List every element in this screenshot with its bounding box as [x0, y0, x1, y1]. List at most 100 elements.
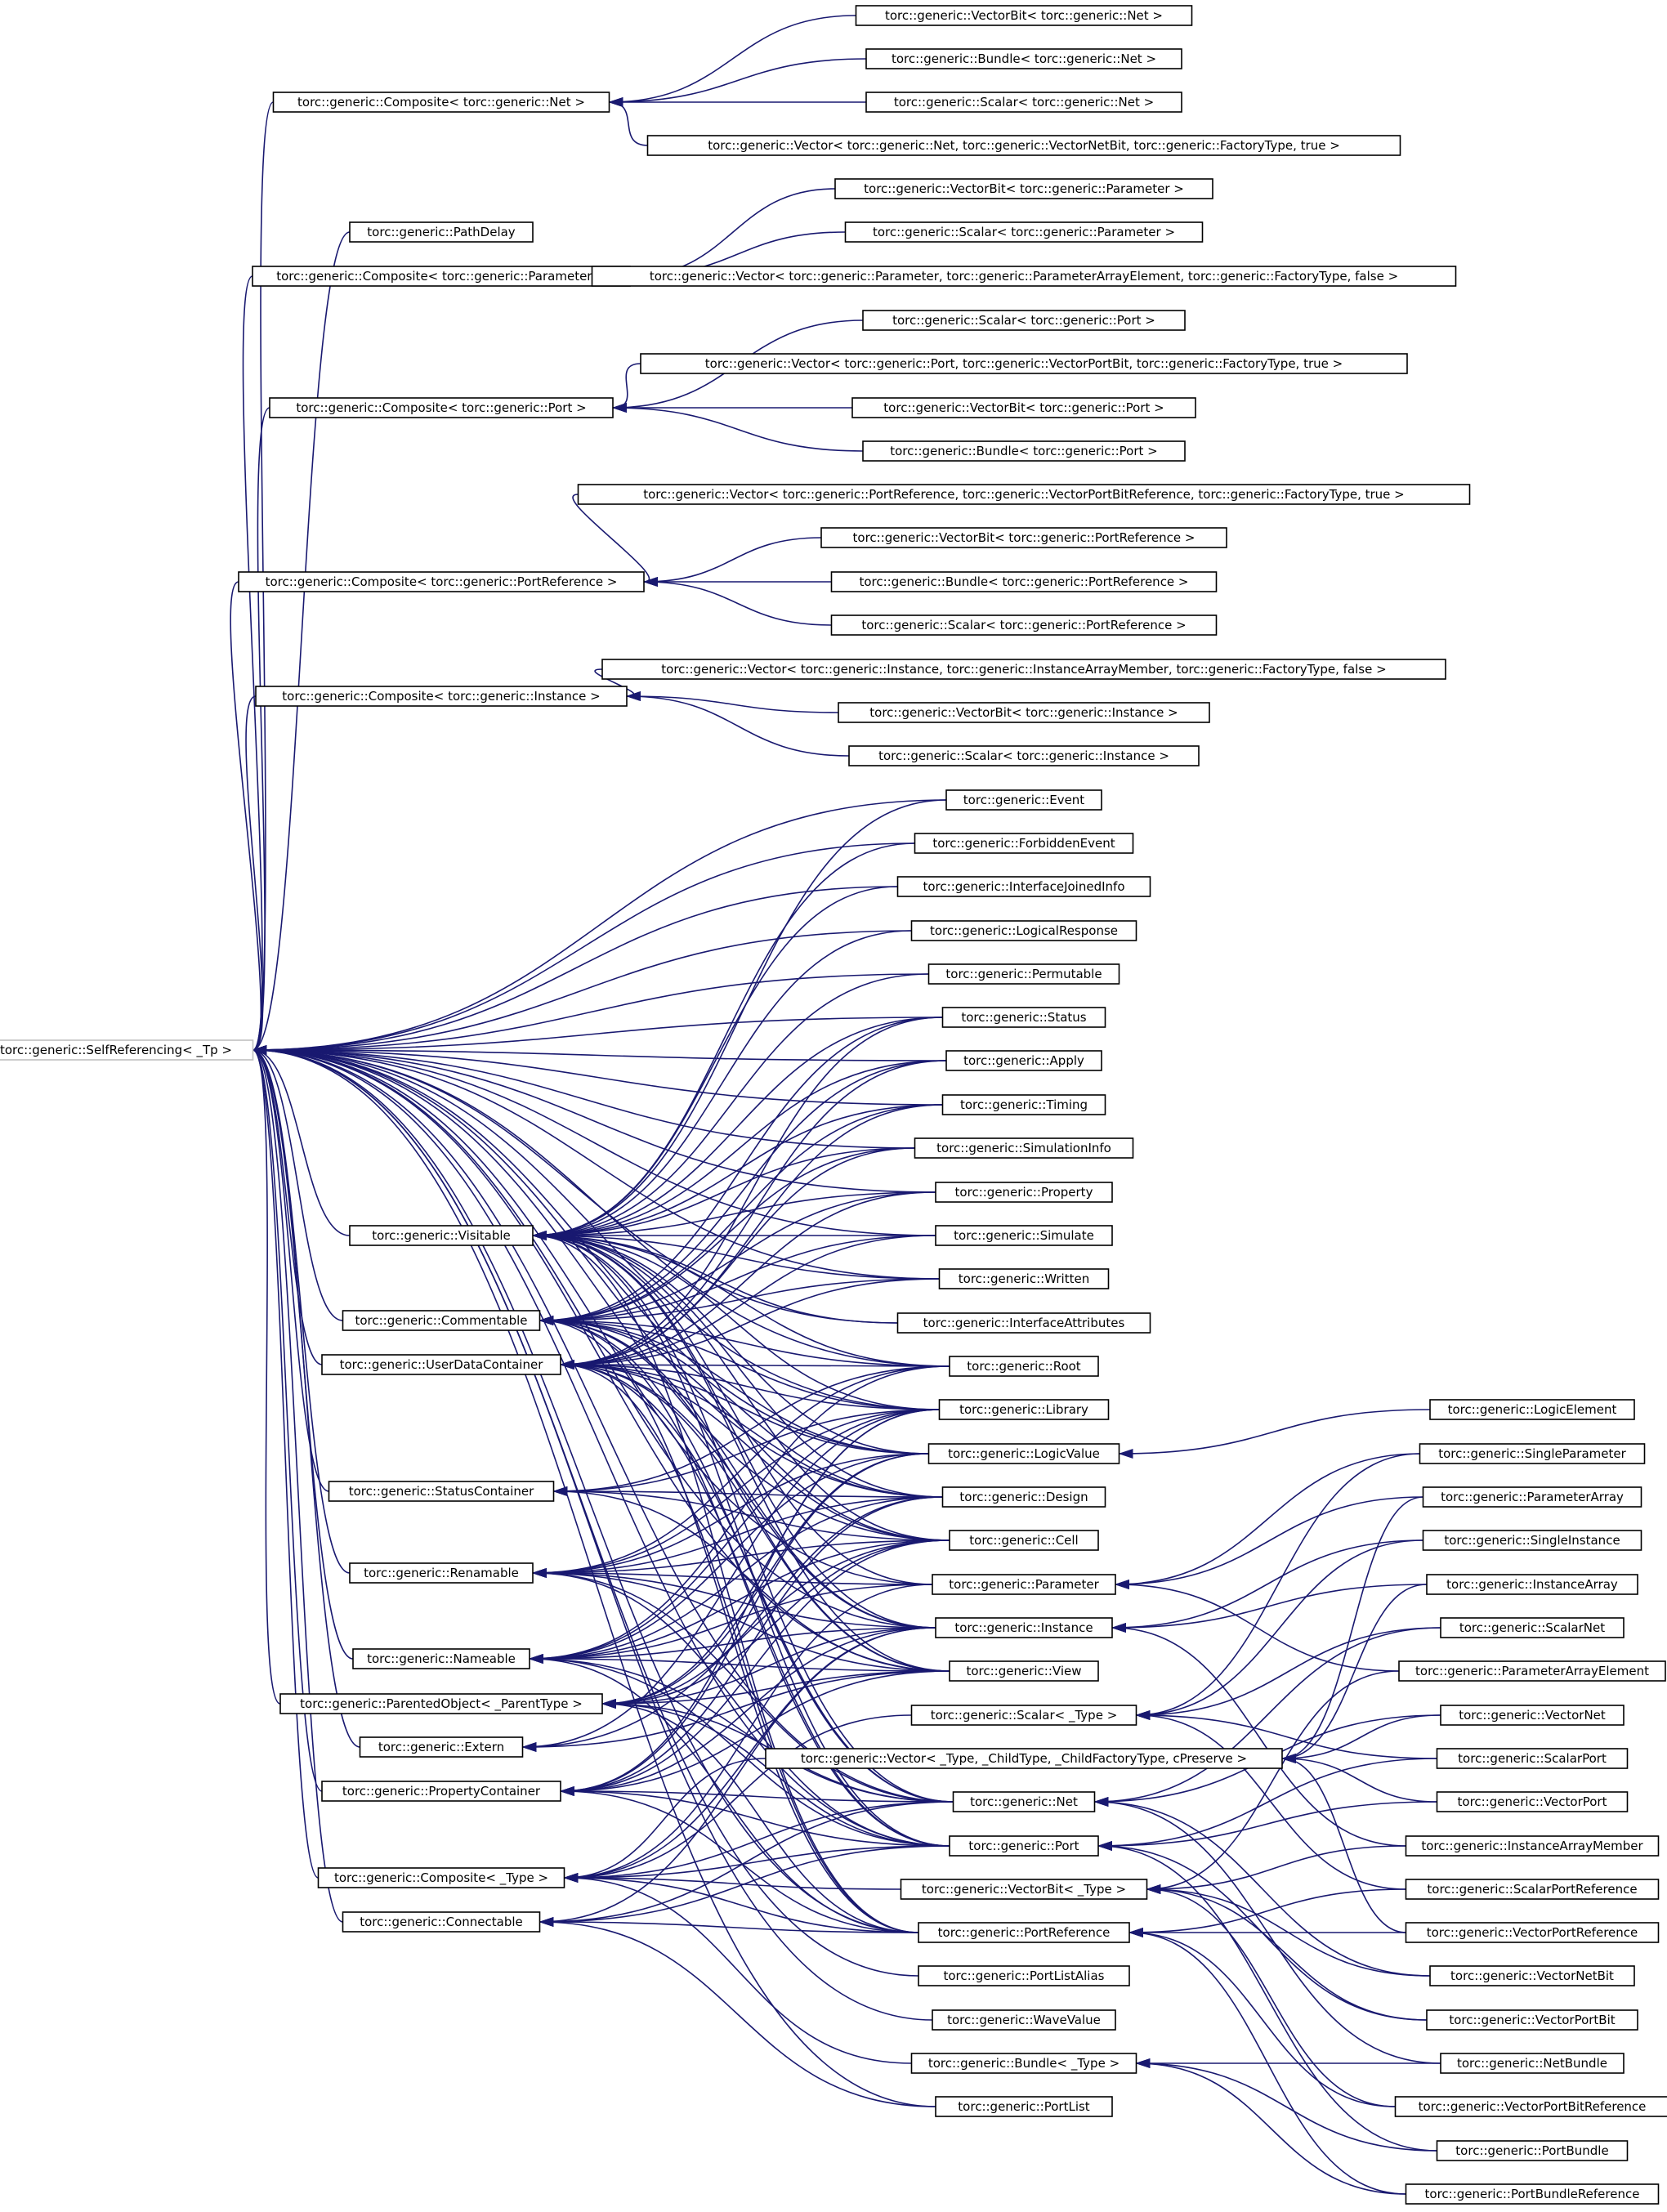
class-node-portListAlias[interactable]: torc::generic::PortListAlias — [918, 1965, 1130, 1986]
class-node-portBundle[interactable]: torc::generic::PortBundle — [1436, 2140, 1629, 2161]
class-node-vectorPortBit[interactable]: torc::generic::VectorPortBit — [1426, 2009, 1638, 2031]
class-node-bundleT[interactable]: torc::generic::Bundle< _Type > — [910, 2053, 1137, 2074]
class-node-view[interactable]: torc::generic::View — [949, 1660, 1099, 1682]
class-node-sParam[interactable]: torc::generic::Scalar< torc::generic::Pa… — [844, 221, 1204, 243]
class-node-vectorPR[interactable]: torc::generic::VectorPortReference — [1405, 1922, 1660, 1943]
class-node-visitable[interactable]: torc::generic::Visitable — [349, 1225, 534, 1246]
class-node-sNet[interactable]: torc::generic::Scalar< torc::generic::Ne… — [865, 92, 1182, 113]
class-node-portList[interactable]: torc::generic::PortList — [935, 2096, 1113, 2117]
class-node-cInst[interactable]: torc::generic::Composite< torc::generic:… — [255, 686, 628, 707]
class-node-vbNet[interactable]: torc::generic::VectorBit< torc::generic:… — [855, 5, 1193, 26]
class-node-portRef[interactable]: torc::generic::PortReference — [918, 1922, 1130, 1943]
inheritance-edge — [626, 691, 839, 713]
class-node-vectorBitT[interactable]: torc::generic::VectorBit< _Type > — [900, 1879, 1148, 1900]
class-node-box — [945, 789, 1102, 811]
class-node-parented[interactable]: torc::generic::ParentedObject< _ParentTy… — [279, 1693, 603, 1714]
class-node-cParam[interactable]: torc::generic::Composite< torc::generic:… — [252, 266, 631, 287]
class-node-box — [238, 571, 645, 592]
class-node-instArrMember[interactable]: torc::generic::InstanceArrayMember — [1405, 1835, 1660, 1857]
class-node-permutable[interactable]: torc::generic::Permutable — [927, 963, 1120, 985]
class-node-logicValue[interactable]: torc::generic::LogicValue — [927, 1443, 1120, 1464]
class-node-vbPR[interactable]: torc::generic::VectorBit< torc::generic:… — [820, 527, 1227, 548]
inheritance-edge — [1281, 1754, 1406, 1933]
class-node-library[interactable]: torc::generic::Library — [938, 1399, 1110, 1420]
class-node-status[interactable]: torc::generic::Status — [941, 1007, 1106, 1028]
class-node-box — [328, 1481, 555, 1502]
class-node-vectorNet[interactable]: torc::generic::VectorNet — [1440, 1705, 1625, 1726]
class-node-logicalResp[interactable]: torc::generic::LogicalResponse — [910, 920, 1137, 941]
class-node-renamable[interactable]: torc::generic::Renamable — [349, 1562, 534, 1584]
class-node-ifAttr[interactable]: torc::generic::InterfaceAttributes — [896, 1312, 1151, 1334]
class-node-propCont[interactable]: torc::generic::PropertyContainer — [321, 1781, 561, 1802]
class-node-forbidden[interactable]: torc::generic::ForbiddenEvent — [914, 833, 1134, 854]
class-node-port[interactable]: torc::generic::Port — [949, 1835, 1099, 1857]
class-node-cell[interactable]: torc::generic::Cell — [949, 1530, 1099, 1551]
class-node-vPort[interactable]: torc::generic::Vector< torc::generic::Po… — [640, 353, 1408, 374]
class-node-ifJoined[interactable]: torc::generic::InterfaceJoinedInfo — [896, 876, 1151, 897]
class-node-label: torc::generic::Scalar< torc::generic::Po… — [892, 313, 1155, 328]
class-node-sPR[interactable]: torc::generic::Scalar< torc::generic::Po… — [830, 614, 1218, 636]
class-node-extern[interactable]: torc::generic::Extern — [359, 1736, 524, 1758]
class-node-bPR[interactable]: torc::generic::Bundle< torc::generic::Po… — [830, 571, 1218, 592]
class-node-paramArrElem[interactable]: torc::generic::ParameterArrayElement — [1398, 1660, 1666, 1682]
class-node-nameable[interactable]: torc::generic::Nameable — [352, 1648, 530, 1669]
class-node-box — [855, 5, 1193, 26]
class-node-event[interactable]: torc::generic::Event — [945, 789, 1102, 811]
class-node-scalarPR[interactable]: torc::generic::ScalarPortReference — [1405, 1879, 1660, 1900]
class-node-apply[interactable]: torc::generic::Apply — [945, 1050, 1102, 1071]
inheritance-edge — [532, 1147, 915, 1240]
class-node-pathDelay[interactable]: torc::generic::PathDelay — [349, 221, 534, 243]
class-node-singleParam[interactable]: torc::generic::SingleParameter — [1419, 1443, 1646, 1464]
class-node-timing[interactable]: torc::generic::Timing — [941, 1094, 1106, 1115]
class-node-vbInst[interactable]: torc::generic::VectorBit< torc::generic:… — [838, 702, 1210, 723]
class-node-scalarPort[interactable]: torc::generic::ScalarPort — [1436, 1748, 1629, 1769]
class-node-scalarT[interactable]: torc::generic::Scalar< _Type > — [910, 1705, 1137, 1726]
class-node-instance[interactable]: torc::generic::Instance — [935, 1617, 1113, 1638]
inheritance-edge — [560, 1060, 947, 1370]
class-node-root[interactable]: torc::generic::SelfReferencing< _Tp > — [0, 1039, 254, 1061]
class-node-compositeT[interactable]: torc::generic::Composite< _Type > — [317, 1867, 565, 1888]
class-node-design[interactable]: torc::generic::Design — [941, 1486, 1106, 1508]
inheritance-edge — [252, 1045, 343, 1321]
class-node-simInfo[interactable]: torc::generic::SimulationInfo — [914, 1137, 1134, 1159]
class-node-paramArray[interactable]: torc::generic::ParameterArray — [1422, 1486, 1642, 1508]
class-node-vectorPBR[interactable]: torc::generic::VectorPortBitReference — [1394, 2096, 1667, 2117]
class-node-waveValue[interactable]: torc::generic::WaveValue — [932, 2009, 1116, 2031]
class-node-vbParam[interactable]: torc::generic::VectorBit< torc::generic:… — [834, 178, 1213, 199]
class-node-bPort[interactable]: torc::generic::Bundle< torc::generic::Po… — [862, 440, 1186, 462]
class-node-vectorPort[interactable]: torc::generic::VectorPort — [1436, 1791, 1629, 1812]
class-node-instArray[interactable]: torc::generic::InstanceArray — [1426, 1574, 1638, 1595]
class-node-vParam[interactable]: torc::generic::Vector< torc::generic::Pa… — [591, 266, 1457, 287]
class-node-bNet[interactable]: torc::generic::Bundle< torc::generic::Ne… — [865, 48, 1182, 69]
class-node-net[interactable]: torc::generic::Net — [952, 1791, 1096, 1812]
class-node-portBundleRef[interactable]: torc::generic::PortBundleReference — [1405, 2183, 1660, 2205]
class-node-connectable[interactable]: torc::generic::Connectable — [342, 1911, 541, 1933]
class-node-statusCont[interactable]: torc::generic::StatusContainer — [328, 1481, 555, 1502]
class-node-rootNode[interactable]: torc::generic::Root — [949, 1356, 1099, 1377]
class-node-simulate[interactable]: torc::generic::Simulate — [935, 1225, 1113, 1246]
class-node-cNet[interactable]: torc::generic::Composite< torc::generic:… — [272, 92, 610, 113]
class-node-commentable[interactable]: torc::generic::Commentable — [342, 1310, 541, 1331]
class-node-vInst[interactable]: torc::generic::Vector< torc::generic::In… — [601, 659, 1446, 680]
class-node-label: torc::generic::VectorBit< torc::generic:… — [853, 530, 1196, 545]
class-node-vectorNetBit[interactable]: torc::generic::VectorNetBit — [1429, 1965, 1635, 1986]
class-node-written[interactable]: torc::generic::Written — [938, 1268, 1110, 1289]
class-node-sInst[interactable]: torc::generic::Scalar< torc::generic::In… — [848, 745, 1200, 766]
class-node-scalarNet[interactable]: torc::generic::ScalarNet — [1440, 1617, 1625, 1638]
class-node-property[interactable]: torc::generic::Property — [935, 1182, 1113, 1203]
class-node-cPR[interactable]: torc::generic::Composite< torc::generic:… — [238, 571, 645, 592]
class-node-vNet[interactable]: torc::generic::Vector< torc::generic::Ne… — [646, 135, 1401, 156]
class-node-parameter[interactable]: torc::generic::Parameter — [932, 1574, 1116, 1595]
class-node-netBundle[interactable]: torc::generic::NetBundle — [1440, 2053, 1625, 2074]
class-node-vbPort[interactable]: torc::generic::VectorBit< torc::generic:… — [851, 397, 1196, 418]
class-node-singleInst[interactable]: torc::generic::SingleInstance — [1422, 1530, 1642, 1551]
class-node-vectorT[interactable]: torc::generic::Vector< _Type, _ChildType… — [765, 1748, 1283, 1769]
inheritance-edge — [1097, 1841, 1437, 2152]
class-node-sPort[interactable]: torc::generic::Scalar< torc::generic::Po… — [862, 310, 1186, 331]
class-node-logicElement[interactable]: torc::generic::LogicElement — [1429, 1399, 1635, 1420]
class-node-vPR[interactable]: torc::generic::Vector< torc::generic::Po… — [577, 484, 1471, 505]
class-node-cPort[interactable]: torc::generic::Composite< torc::generic:… — [269, 397, 614, 418]
class-node-label: torc::generic::Vector< _Type, _ChildType… — [801, 1751, 1247, 1767]
class-node-label: torc::generic::Status — [961, 1010, 1086, 1025]
class-node-udc[interactable]: torc::generic::UserDataContainer — [321, 1354, 561, 1375]
